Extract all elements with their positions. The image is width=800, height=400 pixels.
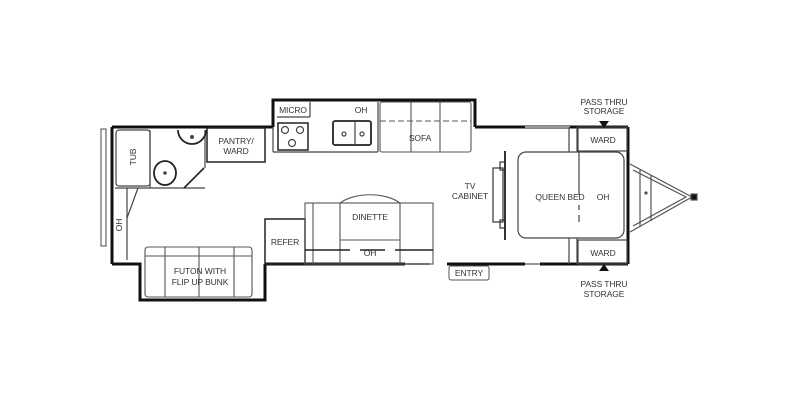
label-dinette-oh: OH bbox=[363, 248, 377, 258]
label-pass-thru-top-1: PASS THRU bbox=[580, 97, 628, 107]
dinette bbox=[304, 194, 434, 265]
label-tv-cabinet-2: CABINET bbox=[451, 191, 489, 201]
label-dinette: DINETTE bbox=[352, 212, 388, 222]
label-sofa: SOFA bbox=[408, 133, 432, 143]
label-ward-top: WARD bbox=[590, 135, 616, 145]
label-futon-2: FLIP UP BUNK bbox=[171, 277, 229, 287]
label-pass-thru-bottom-2: STORAGE bbox=[583, 289, 625, 299]
label-micro: MICRO bbox=[279, 105, 307, 115]
kitchen bbox=[272, 102, 379, 153]
pass-thru-bottom-arrow bbox=[599, 264, 609, 271]
label-refer: REFER bbox=[270, 237, 300, 247]
label-entry: ENTRY bbox=[454, 268, 484, 278]
bathroom bbox=[115, 129, 207, 260]
label-queen-bed: QUEEN BED bbox=[535, 192, 585, 202]
tv-cabinet bbox=[492, 151, 506, 240]
label-pass-thru-bottom-1: PASS THRU bbox=[580, 279, 628, 289]
label-tub: TUB bbox=[128, 148, 138, 166]
label-kitchen-oh: OH bbox=[354, 105, 368, 115]
entry-step bbox=[448, 265, 490, 281]
bedroom bbox=[517, 126, 628, 265]
hitch bbox=[629, 163, 698, 233]
label-ward-bottom: WARD bbox=[590, 248, 616, 258]
label-futon-1: FUTON WITH bbox=[173, 266, 227, 276]
futon bbox=[144, 246, 253, 298]
label-bed-oh: OH bbox=[596, 192, 610, 202]
pass-thru-top-arrow bbox=[599, 121, 609, 128]
sofa bbox=[379, 101, 472, 153]
label-pass-thru-top-2: STORAGE bbox=[583, 106, 625, 116]
label-bath-oh: OH bbox=[114, 218, 124, 232]
pantry-ward bbox=[206, 127, 266, 163]
label-pantry-ward-1: PANTRY/ bbox=[218, 136, 254, 146]
label-tv-cabinet-1: TV bbox=[464, 181, 476, 191]
label-pantry-ward-2: WARD bbox=[223, 146, 249, 156]
rear-bumper bbox=[100, 128, 107, 247]
